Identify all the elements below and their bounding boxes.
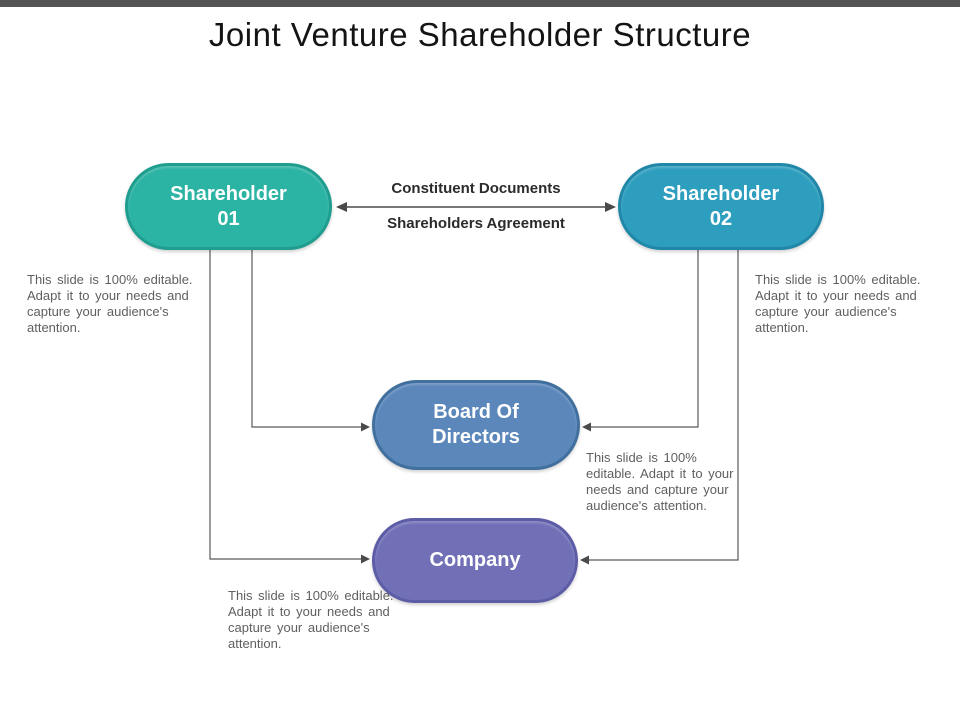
node-board-of-directors[interactable]: Board Of Directors xyxy=(372,380,580,470)
arrowhead-board-right-icon xyxy=(582,422,591,432)
node-company[interactable]: Company xyxy=(372,518,578,603)
arrowhead-right-icon xyxy=(605,202,616,212)
arrowhead-company-left-icon xyxy=(361,554,370,564)
connector-shareholder01-company xyxy=(209,250,370,564)
arrowhead-board-left-icon xyxy=(361,422,370,432)
node-company-label: Company xyxy=(429,549,521,571)
arrowhead-company-right-icon xyxy=(580,555,589,565)
node-shareholder-01[interactable]: Shareholder 01 xyxy=(125,163,332,250)
connector-shareholder01-board xyxy=(251,250,370,432)
top-accent-bar xyxy=(0,0,960,7)
note-board-of-directors: This slide is 100% editable. Adapt it to… xyxy=(586,450,734,513)
node-shareholder-02[interactable]: Shareholder 02 xyxy=(618,163,824,250)
note-shareholder-02: This slide is 100% editable. Adapt it to… xyxy=(755,272,921,335)
arrowhead-left-icon xyxy=(336,202,347,212)
node-shareholder-01-label: Shareholder 01 xyxy=(170,182,287,230)
relationship-label-constituent-documents: Constituent Documents xyxy=(391,180,561,197)
connector-shareholder02-board xyxy=(582,250,699,432)
slide-title[interactable]: Joint Venture Shareholder Structure xyxy=(208,16,752,53)
note-company: This slide is 100% editable. Adapt it to… xyxy=(228,588,394,651)
node-shareholder-02-label: Shareholder 02 xyxy=(662,182,780,230)
connector-shareholder02-company xyxy=(580,250,739,565)
node-board-of-directors-label: Board Of Directors xyxy=(432,401,520,448)
note-shareholder-01: This slide is 100% editable. Adapt it to… xyxy=(27,272,193,335)
relationship-label-shareholders-agreement: Shareholders Agreement xyxy=(387,215,565,232)
arrow-shareholder01-shareholder02 xyxy=(336,202,616,212)
